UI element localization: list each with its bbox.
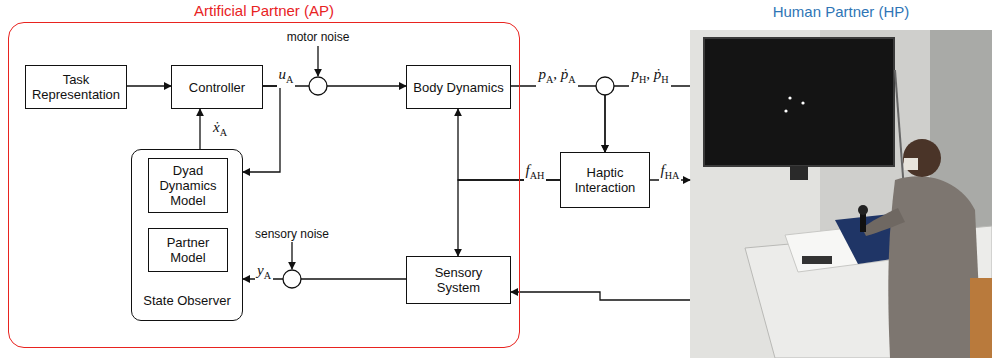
observer-group: State Observer Dyad Dynamics ModelPartner…: [131, 149, 243, 321]
summing-junction: [283, 270, 301, 288]
math-base: ẋ: [213, 119, 220, 135]
process-box: Body Dynamics: [406, 65, 511, 109]
model-box: Partner Model: [148, 228, 228, 272]
box-label: Controller: [177, 80, 257, 95]
handle-knob: [858, 205, 868, 215]
connector-arrow: [511, 292, 690, 300]
region-title: Human Partner (HP): [660, 3, 992, 21]
screen-dot: [801, 101, 804, 104]
box-label: Sensory System: [412, 265, 505, 295]
math-subscript: A: [546, 74, 553, 85]
screen-dot: [784, 109, 787, 112]
math-subscript: HA: [665, 170, 680, 181]
math-subscript: AH: [530, 170, 545, 181]
box-label: Body Dynamics: [412, 80, 505, 95]
connector-arrow: [511, 86, 605, 152]
wall: [690, 30, 992, 358]
screen-dot: [788, 96, 791, 99]
signal-label: pA, ṗA: [536, 66, 577, 88]
human-partner: Human Partner (HP): [690, 30, 992, 358]
photo-illustration: [690, 30, 992, 358]
chair: [970, 278, 992, 358]
process-box: Task Representation: [25, 65, 127, 109]
monitor-stand: [790, 166, 808, 180]
monitor: [704, 38, 894, 166]
signal-label: pH, ṗH: [629, 66, 670, 88]
math-subscript: H: [661, 74, 668, 85]
connector-arrow: [458, 180, 560, 256]
math-subscript: A: [220, 127, 227, 138]
signal-label: yA: [255, 262, 273, 284]
signal-label: uA: [277, 66, 296, 88]
math-subscript: H: [639, 74, 646, 85]
process-box: Haptic Interaction: [560, 152, 650, 208]
process-box: Controller: [171, 65, 263, 109]
math-base: p: [538, 66, 546, 82]
face-mask: [904, 158, 918, 170]
group-title: State Observer: [132, 293, 242, 308]
summing-junction: [596, 77, 614, 95]
device-cable: [802, 256, 832, 264]
noise-arrow: [317, 46, 318, 76]
math-base: u: [279, 66, 287, 82]
box-label: Dyad Dynamics Model: [154, 163, 222, 208]
math-base: y: [257, 262, 264, 278]
noise-label: motor noise: [285, 30, 352, 44]
noise-label: sensory noise: [253, 227, 331, 241]
math-base: p: [631, 66, 639, 82]
partner-region: Artificial Partner (AP)Task Representati…: [8, 22, 520, 348]
person-head: [903, 139, 941, 177]
math-subscript: A: [264, 270, 271, 281]
signal-label: fHA: [659, 162, 682, 184]
math-base: ṗ: [561, 66, 569, 82]
box-label: Haptic Interaction: [566, 165, 644, 195]
math-base: f: [526, 162, 530, 178]
person-body: [888, 176, 982, 358]
region-title: Artificial Partner (AP): [0, 2, 549, 20]
connector-arrow: [199, 109, 200, 149]
model-box: Dyad Dynamics Model: [148, 158, 228, 213]
noise-arrow: [291, 242, 292, 269]
connector-arrow: [127, 85, 171, 86]
math-subscript: A: [286, 74, 293, 85]
process-box: Sensory System: [406, 256, 511, 304]
connector-arrow: [605, 86, 690, 152]
cable: [895, 70, 904, 190]
math-base: ṗ: [654, 66, 662, 82]
math-subscript: A: [568, 74, 575, 85]
box-label: Task Representation: [31, 72, 121, 102]
math-base: f: [661, 162, 665, 178]
person-arm: [862, 208, 905, 236]
box-label: Partner Model: [154, 235, 222, 265]
signal-label: ẋA: [211, 119, 229, 141]
signal-label: fAH: [524, 162, 547, 184]
summing-junction: [309, 77, 327, 95]
